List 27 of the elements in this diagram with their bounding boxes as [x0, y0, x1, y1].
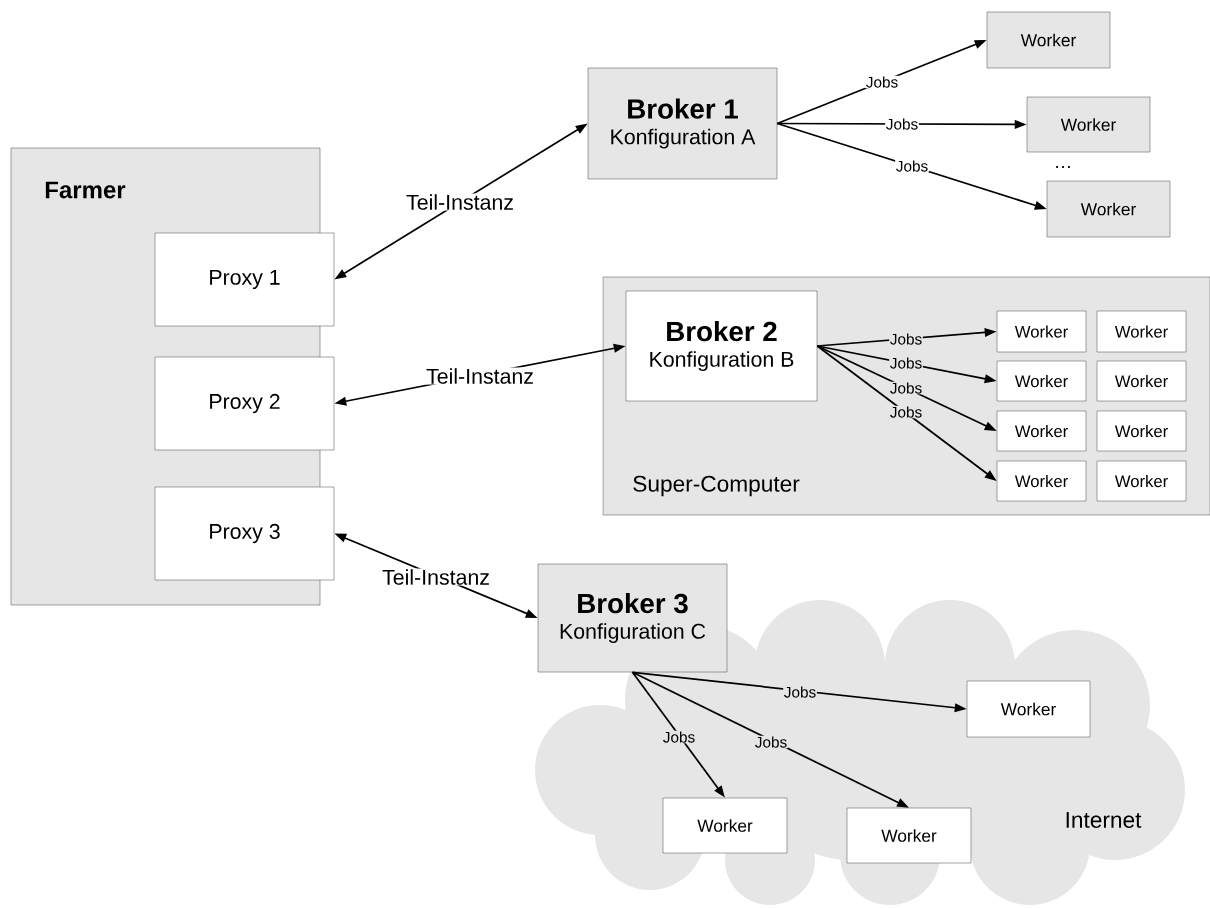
worker-box: Worker: [996, 460, 1087, 502]
broker-box: Broker 2 Konfiguration B: [625, 290, 818, 402]
worker-box: Worker: [846, 807, 972, 864]
edge-label: Jobs: [885, 117, 919, 131]
worker-box: Worker: [996, 360, 1087, 402]
worker-box: Worker: [996, 310, 1087, 353]
edge-label: Teil-Instanz: [425, 367, 535, 385]
broker-box: Broker 1 Konfiguration A: [587, 67, 778, 180]
edge-label: Jobs: [865, 75, 899, 89]
edge-label: Jobs: [895, 159, 929, 173]
worker-box: Worker: [662, 797, 788, 854]
worker-box: Worker: [1046, 180, 1171, 238]
worker-box: Worker: [986, 11, 1111, 69]
worker-box: Worker: [1096, 310, 1187, 353]
worker-box: Worker: [966, 680, 1091, 738]
proxy-box: Proxy 1: [154, 232, 335, 327]
proxy-box: Proxy 2: [154, 356, 335, 451]
broker-box: Broker 3 Konfiguration C: [537, 563, 728, 673]
worker-box: Worker: [1026, 96, 1151, 153]
ellipsis: …: [1056, 166, 1070, 168]
proxy-box: Proxy 3: [154, 486, 335, 581]
worker-box: Worker: [1096, 410, 1187, 452]
worker-box: Worker: [1096, 460, 1187, 502]
edge-label: Teil-Instanz: [405, 193, 515, 211]
edge-label: Teil-Instanz: [381, 568, 491, 586]
worker-box: Worker: [996, 410, 1087, 452]
worker-box: Worker: [1096, 360, 1187, 402]
